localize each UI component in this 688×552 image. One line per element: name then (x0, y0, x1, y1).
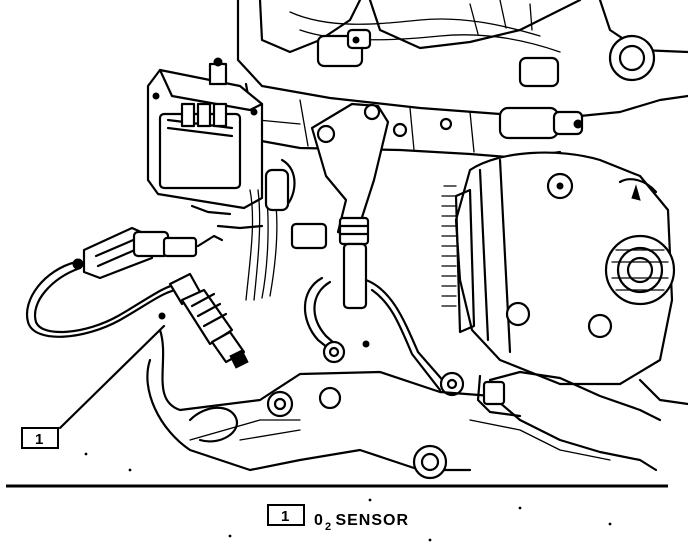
legend: 1 0 2 SENSOR (267, 504, 409, 533)
ignition-coil (146, 57, 264, 210)
legend-number: 1 (281, 508, 289, 525)
lower-bracket (476, 374, 522, 418)
halftone-dots (84, 452, 612, 542)
callout-box (21, 427, 59, 449)
o2-sensor-lead-wire (25, 260, 180, 338)
fitting-and-pipe (303, 216, 465, 397)
exhaust-manifold (146, 328, 658, 480)
legend-label-prefix: 0 (314, 512, 324, 529)
wiring-harness (190, 158, 328, 301)
legend-number-box (267, 504, 305, 526)
callout-1: 1 (21, 324, 166, 449)
intake-manifold (236, 0, 688, 140)
o2-sensor (158, 272, 249, 369)
o2-sensor-connector (72, 226, 224, 280)
mounting-bracket (310, 102, 390, 238)
callout-number: 1 (35, 431, 43, 448)
legend-label-suffix: SENSOR (330, 512, 409, 529)
legend-label-subscript: 2 (325, 521, 331, 533)
alternator (441, 151, 688, 422)
